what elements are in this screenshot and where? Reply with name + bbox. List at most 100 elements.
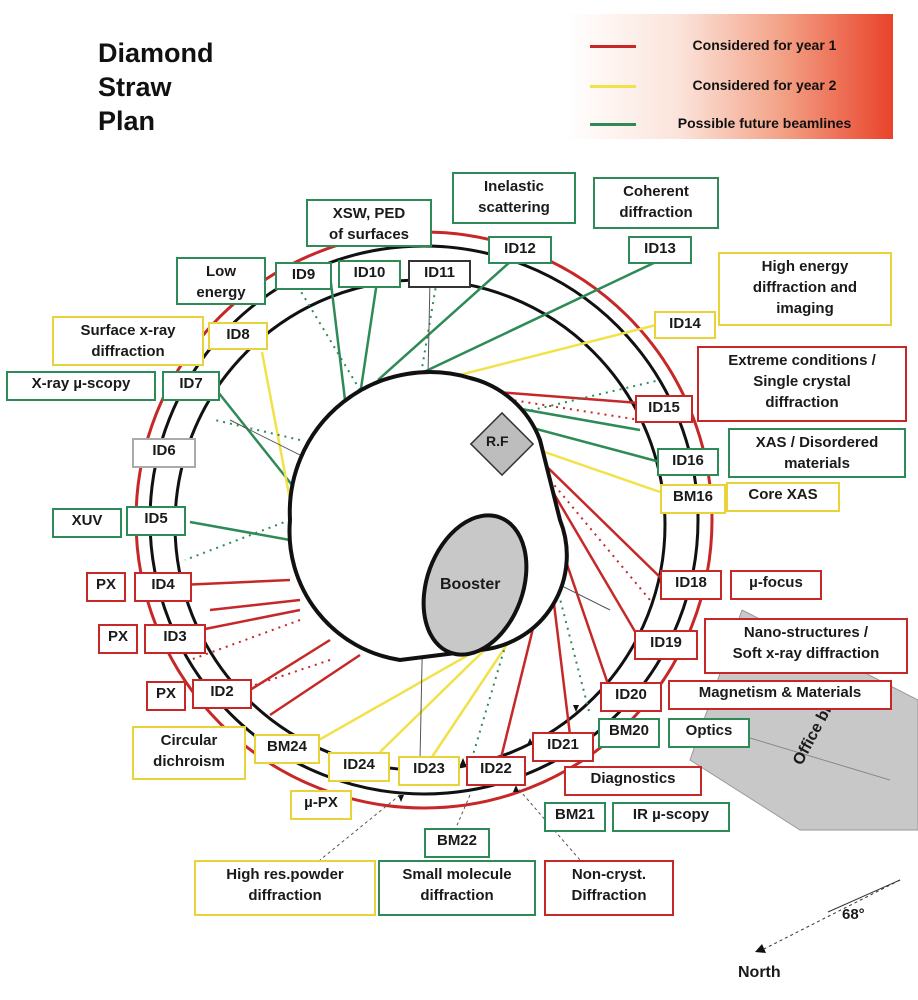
px-box-id3: PX (98, 624, 138, 654)
low-energy-line-1: Low (206, 263, 236, 280)
nano-box: Nano-structures / Soft x-ray diffraction (704, 618, 908, 674)
legend-label: Considered for year 1 (692, 37, 837, 53)
beamline-id4: ID4 (134, 572, 192, 602)
beamline-id13: ID13 (628, 236, 692, 264)
xsw-ped-box: XSW, PED of surfaces (306, 199, 432, 247)
xray-microscopy-box: X-ray µ-scopy (6, 371, 156, 401)
beamline-id22: ID22 (466, 756, 526, 786)
small-molecule-line-1: Small molecule (402, 866, 512, 883)
xas-box: XAS / Disordered materials (728, 428, 906, 478)
title-line-3: Plan (98, 106, 156, 136)
xsw-ped-line-1: XSW, PED (332, 205, 406, 222)
title-line-1: Diamond (98, 38, 214, 68)
inelastic-line-1: Inelastic (483, 178, 545, 195)
beamline-bm20: BM20 (598, 718, 660, 748)
beamline-id3: ID3 (144, 624, 206, 654)
high-energy-line-2: diffraction and (752, 279, 858, 296)
low-energy-box: Low energy (176, 257, 266, 305)
rf-shape (469, 411, 535, 477)
compass-north-line (757, 879, 901, 953)
compass-angle-line (827, 879, 901, 913)
surface-xray-line-1: Surface x-ray (80, 322, 176, 339)
legend-item-future: Possible future beamlines (566, 114, 893, 134)
magnetism-box: Magnetism & Materials (668, 680, 892, 710)
high-energy-box: High energy diffraction and imaging (718, 252, 892, 326)
beamline-bm16: BM16 (660, 484, 726, 514)
xas-line-2: materials (784, 455, 850, 472)
extreme-conditions-box: Extreme conditions / Single crystal diff… (697, 346, 907, 422)
non-cryst-line-1: Non-cryst. (571, 866, 647, 883)
beamline-id19: ID19 (634, 630, 698, 660)
legend-swatch-green (590, 123, 636, 126)
mu-px-box: µ-PX (290, 790, 352, 820)
beamline-id24: ID24 (328, 752, 390, 782)
beamline-id20: ID20 (600, 682, 662, 712)
beamline-id6: ID6 (132, 438, 196, 468)
optics-box: Optics (668, 718, 750, 748)
beamline-id2: ID2 (192, 679, 252, 709)
small-molecule-box: Small molecule diffraction (378, 860, 536, 916)
core-xas-box: Core XAS (726, 482, 840, 512)
beamline-id5: ID5 (126, 506, 186, 536)
powder-line-2: diffraction (248, 887, 322, 904)
beamline-id11: ID11 (408, 260, 471, 288)
circular-line-1: Circular (160, 732, 218, 749)
rf-label: R.F (486, 433, 509, 449)
high-energy-line-3: imaging (776, 300, 834, 317)
beamline-bm24: BM24 (254, 734, 320, 764)
mu-focus-box: µ-focus (730, 570, 822, 600)
page-title: Diamond Straw Plan (98, 36, 214, 138)
beamline-id21: ID21 (532, 732, 594, 762)
extreme-line-3: diffraction (765, 394, 839, 411)
coherent-line-2: diffraction (619, 204, 693, 221)
xsw-ped-line-2: of surfaces (328, 226, 410, 243)
coherent-box: Coherent diffraction (593, 177, 719, 229)
legend-swatch-yellow (590, 85, 636, 88)
inelastic-box: Inelastic scattering (452, 172, 576, 224)
powder-diffraction-box: High res.powder diffraction (194, 860, 376, 916)
beamline-id18: ID18 (660, 570, 722, 600)
coherent-line-1: Coherent (623, 183, 689, 200)
surface-xray-box: Surface x-ray diffraction (52, 316, 204, 366)
legend: Considered for year 1 Considered for yea… (566, 14, 893, 139)
nano-line-2: Soft x-ray diffraction (732, 645, 880, 662)
legend-swatch-red (590, 45, 636, 48)
compass-north: North (738, 964, 781, 981)
beamline-id10: ID10 (338, 260, 401, 288)
legend-item-year2: Considered for year 2 (566, 76, 893, 96)
powder-line-1: High res.powder (226, 866, 344, 883)
low-energy-line-2: energy (196, 284, 246, 301)
beamline-id12: ID12 (488, 236, 552, 264)
beamline-id15: ID15 (635, 395, 693, 423)
extreme-line-2: Single crystal (753, 373, 851, 390)
px-box-id2: PX (146, 681, 186, 711)
direction-arrows (398, 705, 579, 802)
beamline-id7: ID7 (162, 371, 220, 401)
beamline-id23: ID23 (398, 756, 460, 786)
ir-microscopy-box: IR µ-scopy (612, 802, 730, 832)
beamline-id8: ID8 (208, 322, 268, 350)
beamline-id14: ID14 (654, 311, 716, 339)
beamline-bm22: BM22 (424, 828, 490, 858)
diagnostics-box: Diagnostics (564, 766, 702, 796)
px-box-id4: PX (86, 572, 126, 602)
legend-label: Considered for year 2 (692, 77, 837, 93)
non-cryst-line-2: Diffraction (571, 887, 647, 904)
office-block-divider (739, 734, 891, 781)
future-beamline-rays (189, 252, 661, 542)
compass-angle: 68° (842, 906, 865, 923)
xas-line-1: XAS / Disordered (755, 434, 879, 451)
beamline-id9: ID9 (275, 262, 332, 290)
legend-item-year1: Considered for year 1 (566, 36, 893, 56)
booster-shape (421, 513, 529, 657)
non-cryst-box: Non-cryst. Diffraction (544, 860, 674, 916)
circular-line-2: dichroism (153, 753, 225, 770)
beamline-id16: ID16 (657, 448, 719, 476)
legend-label: Possible future beamlines (677, 115, 852, 131)
circular-dichroism-box: Circular dichroism (132, 726, 246, 780)
inelastic-line-2: scattering (478, 199, 550, 216)
booster-label: Booster (440, 576, 501, 593)
title-line-2: Straw (98, 72, 172, 102)
compass-arrow (755, 944, 766, 953)
nano-line-1: Nano-structures / (743, 624, 869, 641)
